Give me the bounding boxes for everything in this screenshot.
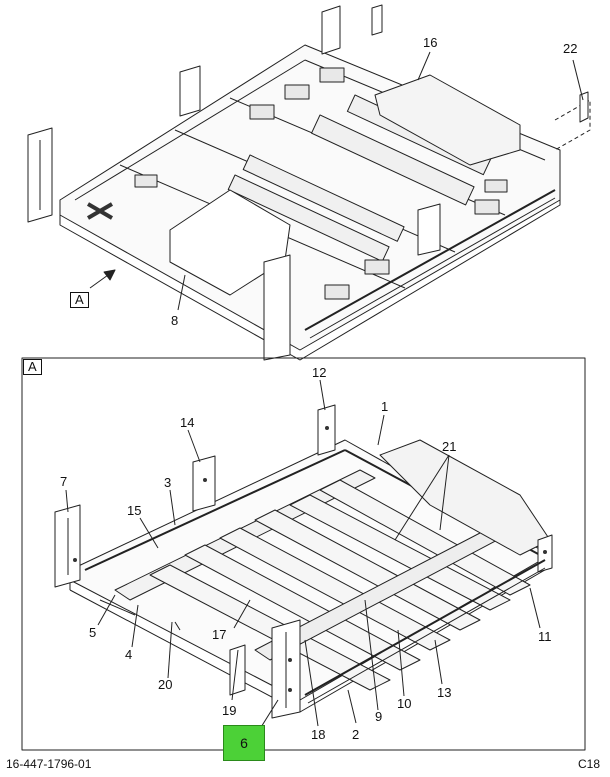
callout-18: 18: [311, 727, 326, 742]
callout-2: 2: [352, 727, 360, 742]
upper-floor-assembly: [27, 4, 591, 361]
callout-9: 9: [375, 709, 383, 724]
highlighted-callout-6[interactable]: 6: [223, 725, 265, 761]
callout-21: 21: [442, 439, 457, 454]
callout-7: 7: [60, 474, 68, 489]
callout-13: 13: [437, 685, 452, 700]
callout-11: 11: [538, 629, 552, 644]
drawing-number: 16-447-1796-01: [6, 757, 92, 771]
callout-1: 1: [381, 399, 389, 414]
detail-frame-label: A: [23, 359, 42, 375]
lower-frame-structure: [54, 404, 553, 719]
callout-16: 16: [423, 35, 438, 50]
callout-22: 22: [563, 41, 578, 56]
highlighted-callout-label: 6: [240, 735, 248, 751]
callout-5: 5: [89, 625, 97, 640]
upper-leader-lines: [89, 51, 584, 311]
callout-19: 19: [222, 703, 237, 718]
view-a-label: A: [70, 292, 89, 308]
callout-20: 20: [158, 677, 173, 692]
callout-4: 4: [125, 647, 133, 662]
lower-leader-lines: [65, 379, 541, 733]
callout-15: 15: [127, 503, 142, 518]
callout-8: 8: [171, 313, 179, 328]
detail-frame: [21, 357, 586, 751]
callout-12: 12: [312, 365, 327, 380]
callout-17: 17: [212, 627, 227, 642]
callout-14: 14: [180, 415, 195, 430]
callout-3: 3: [164, 475, 172, 490]
sheet-reference: C18: [578, 757, 601, 771]
callout-10: 10: [397, 696, 412, 711]
